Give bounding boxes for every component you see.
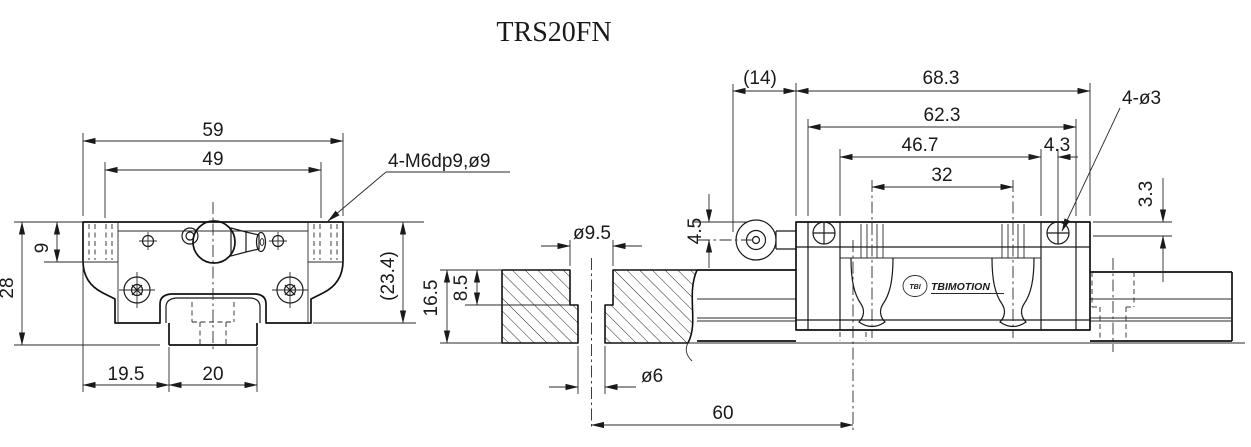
hidden-ear-holes [88,224,338,260]
front-view-dimensions: 59 49 9 28 (23.4) 19.5 20 [0,120,510,392]
tapped-hole-left [139,232,157,250]
dim-total-length: 68.3 [923,68,960,89]
dim-assembly-height: 28 [0,277,18,298]
rail-section-left [501,269,579,344]
dim-body-length: 46.7 [902,135,939,156]
callout-endplate-holes: 4-ø3 [1122,88,1161,109]
grease-nipple-front [181,220,267,264]
brand-logo: TBI TBIMOTION [902,275,1004,297]
dim-nipple-protrusion: (14) [743,68,777,89]
rail-section-right [604,269,698,344]
dim-endplate-hole-offset: 4.3 [1044,135,1070,156]
dim-mount-hole-span: 49 [202,149,223,170]
side-view: TBI TBIMOTION (14) [421,68,1245,430]
dim-rail-width: 20 [202,364,223,385]
carriage-block-outline [82,221,344,324]
dim-counterbore-depth: 8.5 [451,275,472,301]
dim-length-incl-endplates: 62.3 [924,105,961,126]
dim-through-hole-dia: ø6 [641,366,663,387]
side-view-geometry: TBI TBIMOTION [501,180,1245,430]
callout-thread-holes: 4-M6dp9,ø9 [388,151,490,172]
endplate-screw-left [812,221,836,245]
rail-front [168,302,258,346]
dim-overall-width: 59 [202,120,223,141]
brand-badge: TBI [909,284,921,291]
brand-name: TBIMOTION [931,281,990,293]
dim-top-to-rail-offset: 3.3 [1136,181,1157,207]
side-view-dimensions: (14) 68.3 62.3 46.7 4.3 32 4-ø3 [421,68,1172,429]
front-view-geometry [14,202,424,352]
dim-nipple-center-height: 4.5 [685,218,706,244]
rail-screw-right [272,272,308,308]
dim-counterbore-dia: ø9.5 [573,223,611,244]
front-view: 59 49 9 28 (23.4) 19.5 20 [0,120,510,392]
drawing-title: TRS20FN [496,17,611,48]
dim-rail-height: 16.5 [421,280,442,317]
dim-flange-height: 9 [32,243,53,254]
rail-screw-left [119,272,155,308]
dim-rail-hole-pitch: 60 [712,403,733,424]
dim-mount-hole-pitch: 32 [931,165,952,186]
dim-edge-to-rail: 19.5 [108,364,145,385]
tapped-hole-right [269,232,287,250]
dim-block-height: (23.4) [378,251,399,301]
carriage-side: TBI TBIMOTION [795,180,1091,338]
hidden-rail-hole [839,272,1135,341]
